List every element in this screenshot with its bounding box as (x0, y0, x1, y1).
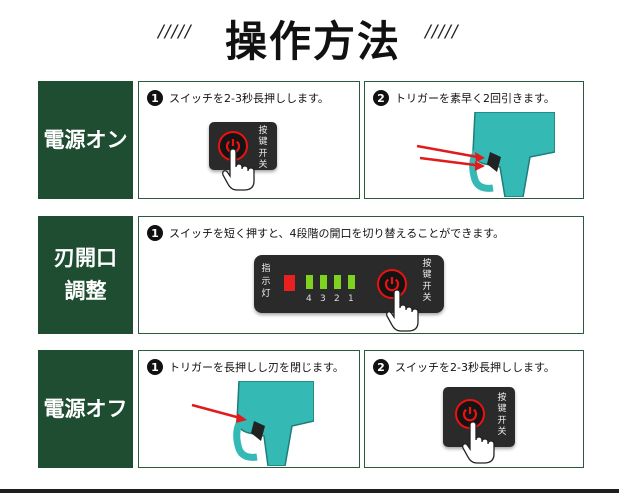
step-text: トリガーを素早く2回引きます。 (395, 92, 555, 105)
hand-pointer-icon (462, 421, 495, 464)
indicator-led-2 (334, 275, 341, 289)
step-instruction: 2 トリガーを素早く2回引きます。 (373, 90, 555, 106)
level-number: 2 (334, 294, 340, 304)
level-number: 1 (348, 294, 354, 304)
indicator-led-1 (348, 275, 355, 289)
step-instruction: 1 トリガーを長押しし刃を閉じます。 (147, 359, 344, 375)
step-instruction: 1 スイッチを短く押すと、4段階の開口を切り替えることができます。 (147, 225, 504, 241)
bottom-divider (0, 489, 619, 493)
hand-pointer-icon (222, 148, 255, 191)
power-button-icon (377, 269, 407, 299)
arrow-icon (416, 144, 484, 160)
switch-key-label: 按键 开关 (258, 126, 268, 170)
tool-trigger-illustration (191, 381, 314, 466)
step-text: スイッチを2-3秒長押しします。 (169, 92, 329, 105)
indicator-label: 指示 灯 (261, 264, 271, 300)
power-button-icon (218, 131, 248, 161)
section-label-blade-opening: 刃開口 調整 (38, 216, 133, 334)
step-number-badge: 2 (373, 90, 389, 106)
section-label-text: 刃開口 (54, 246, 117, 271)
step-number-badge: 1 (147, 225, 163, 241)
indicator-led-4 (306, 275, 313, 289)
title-decoration-left: ///// (158, 22, 192, 42)
step-text: スイッチを2-3秒長押しします。 (395, 361, 555, 374)
section-label-text: 調整 (64, 279, 107, 303)
hand-pointer-icon (386, 289, 419, 332)
page-header: ///// 操作方法 ///// (0, 2, 619, 66)
power-switch-device: 按键 开关 (209, 122, 277, 170)
step-text: スイッチを短く押すと、4段階の開口を切り替えることができます。 (169, 227, 505, 240)
arrow-icon (191, 403, 245, 421)
page-title: 操作方法 (224, 17, 401, 66)
step-instruction: 2 スイッチを2-3秒長押しします。 (373, 359, 555, 375)
indicator-device: 指示 灯 4 3 2 1 按键 开关 (254, 255, 444, 313)
section-label-power-on: 電源オン (38, 81, 133, 199)
section-label-power-off: 電源オフ (38, 350, 133, 468)
indicator-led-3 (320, 275, 327, 289)
step-text: トリガーを長押しし刃を閉じます。 (169, 361, 344, 374)
power-on-step-2-panel: 2 トリガーを素早く2回引きます。 (364, 81, 584, 199)
section-label-text: 電源オフ (43, 396, 128, 421)
power-on-step-1-panel: 1 スイッチを2-3秒長押しします。 按键 开关 (138, 81, 360, 199)
level-number: 4 (306, 294, 312, 304)
level-number: 3 (320, 294, 326, 304)
tool-trigger-illustration (416, 112, 555, 197)
step-number-badge: 1 (147, 359, 163, 375)
step-instruction: 1 スイッチを2-3秒長押しします。 (147, 90, 329, 106)
step-number-badge: 1 (147, 90, 163, 106)
switch-key-label: 按键 开关 (497, 393, 507, 437)
section-label-text: 電源オン (43, 127, 128, 152)
step-number-badge: 2 (373, 359, 389, 375)
blade-opening-step-panel: 1 スイッチを短く押すと、4段階の開口を切り替えることができます。 指示 灯 4… (138, 216, 584, 334)
indicator-red-led (284, 275, 295, 291)
title-decoration-right: ///// (425, 22, 459, 42)
power-off-step-2-panel: 2 スイッチを2-3秒長押しします。 按键 开关 (364, 350, 584, 468)
switch-key-label: 按键 开关 (422, 259, 432, 303)
power-off-step-1-panel: 1 トリガーを長押しし刃を閉じます。 (138, 350, 360, 468)
